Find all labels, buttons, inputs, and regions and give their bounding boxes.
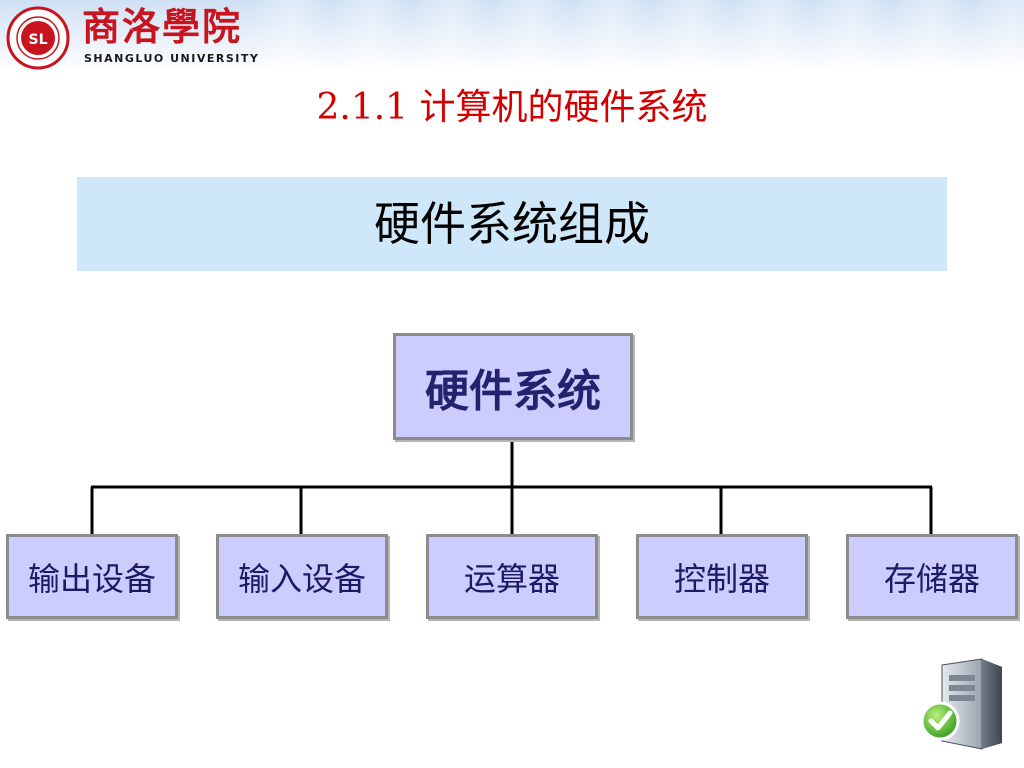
child-node-controller: 控制器 (636, 534, 808, 619)
university-seal-logo: SL (6, 6, 70, 70)
section-title: 2.1.1 计算机的硬件系统 (316, 87, 708, 128)
header-band (0, 0, 1024, 72)
logo-subtitle: SHANGLUO UNIVERSITY (84, 52, 260, 65)
banner-text: 硬件系统组成 (374, 197, 650, 251)
child-node-alu: 运算器 (426, 534, 598, 619)
logo-title: 商洛學院 (82, 4, 243, 49)
child-node-storage: 存储器 (846, 534, 1018, 619)
server-checkmark-icon[interactable] (920, 655, 1010, 750)
root-node: 硬件系统 (393, 333, 633, 440)
svg-text:SL: SL (28, 32, 47, 48)
child-node-output-devices: 输出设备 (6, 534, 178, 619)
child-node-input-devices: 输入设备 (216, 534, 388, 619)
banner: 硬件系统组成 (77, 177, 947, 271)
